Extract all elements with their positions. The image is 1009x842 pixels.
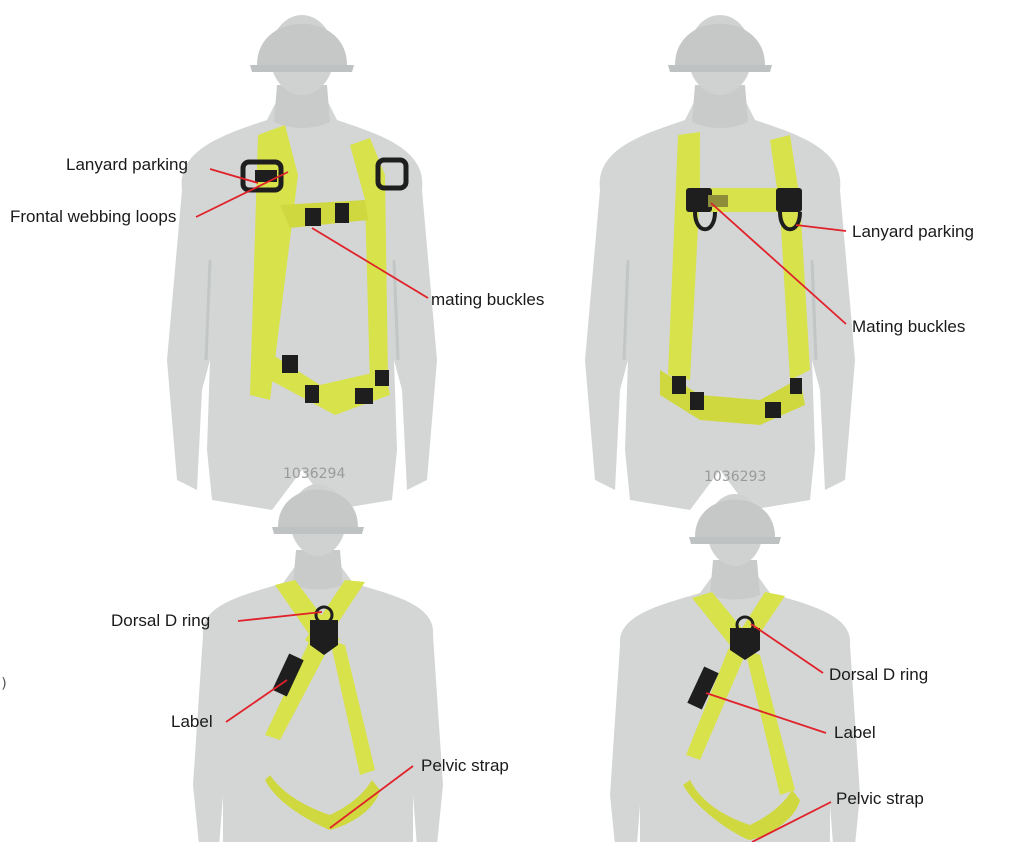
label-br-pelvic-strap: Pelvic strap xyxy=(836,789,924,809)
label-tl-lanyard-parking: Lanyard parking xyxy=(66,155,188,175)
label-tr-lanyard-parking: Lanyard parking xyxy=(852,222,974,242)
label-tl-mating-buckles: mating buckles xyxy=(431,290,544,310)
label-bl-dorsal-d-ring: Dorsal D ring xyxy=(111,611,210,631)
label-tl-frontal-webbing-loops: Frontal webbing loops xyxy=(10,207,176,227)
product-code-right: 1036293 xyxy=(704,469,766,485)
label-tr-mating-buckles: Mating buckles xyxy=(852,317,965,337)
label-bl-label: Label xyxy=(171,712,213,732)
label-br-dorsal-d-ring: Dorsal D ring xyxy=(829,665,928,685)
stray-glyph: ) xyxy=(0,676,8,692)
label-bl-pelvic-strap: Pelvic strap xyxy=(421,756,509,776)
mannequin-front-right xyxy=(585,15,855,510)
mannequin-front-left xyxy=(167,15,437,510)
label-br-label: Label xyxy=(834,723,876,743)
product-code-left: 1036294 xyxy=(283,466,345,482)
